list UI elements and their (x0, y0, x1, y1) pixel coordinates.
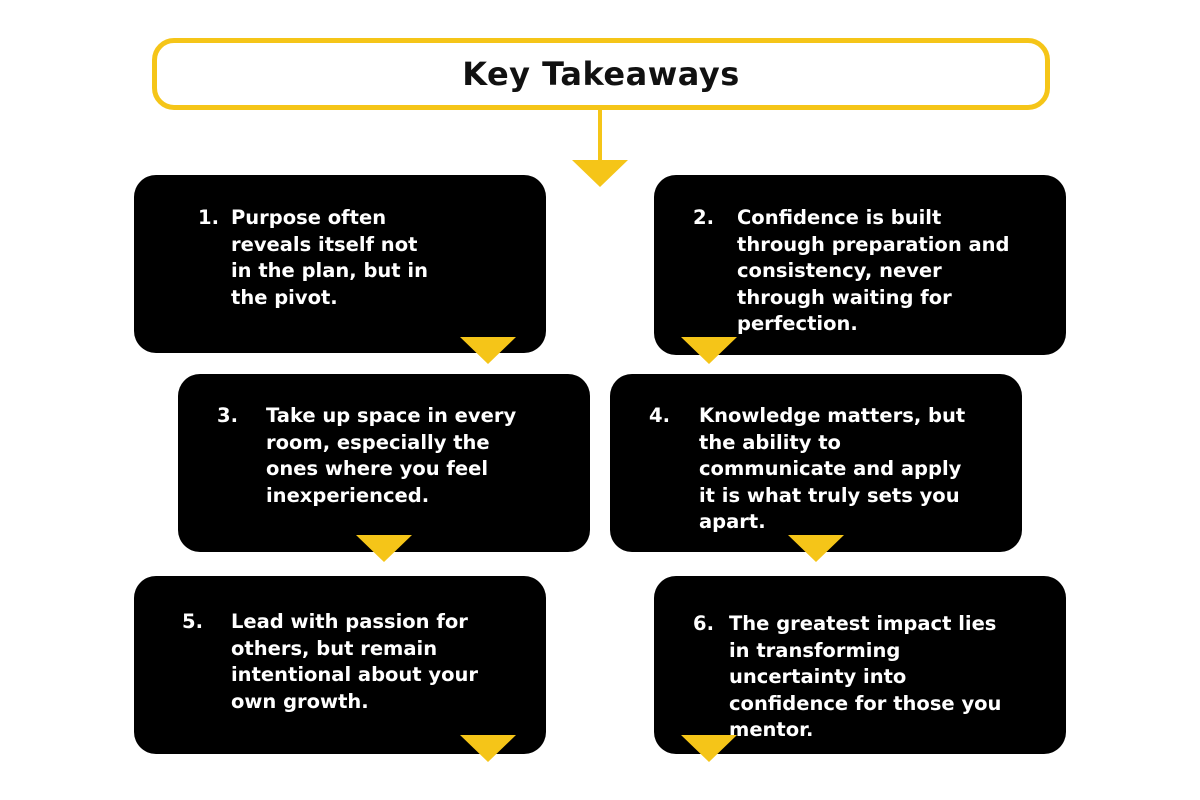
down-arrow-icon (681, 735, 737, 762)
takeaway-number: 4. (649, 404, 670, 427)
down-arrow-icon (460, 337, 516, 364)
takeaway-item-5: 5. Lead with passion for others, but rem… (182, 609, 481, 715)
takeaway-item-3: 3. Take up space in every room, especial… (217, 403, 526, 509)
takeaway-number: 5. (182, 610, 203, 633)
title-box: Key Takeaways (152, 38, 1050, 110)
takeaway-card-2 (654, 175, 1066, 355)
takeaway-text: The greatest impact lies in transforming… (729, 612, 1002, 741)
diagram-title: Key Takeaways (462, 55, 740, 93)
takeaway-card-4 (610, 374, 1022, 552)
down-arrow-icon (460, 735, 516, 762)
down-arrow-icon (681, 337, 737, 364)
takeaway-card-1 (134, 175, 546, 353)
takeaway-item-4: 4. Knowledge matters, but the ability to… (649, 403, 974, 536)
takeaway-number: 3. (217, 404, 238, 427)
takeaway-number: 6. (693, 612, 714, 635)
takeaway-number: 2. (693, 206, 714, 229)
takeaway-text: Lead with passion for others, but remain… (231, 610, 479, 713)
takeaway-text: Knowledge matters, but the ability to co… (699, 404, 966, 533)
title-connector-line (598, 108, 602, 164)
takeaway-text: Purpose often reveals itself not in the … (231, 206, 428, 309)
takeaway-number: 1. (198, 206, 219, 229)
takeaway-item-6: 6. The greatest impact lies in transform… (693, 611, 1019, 744)
takeaway-text: Take up space in every room, especially … (266, 404, 517, 507)
down-arrow-icon (788, 535, 844, 562)
takeaway-item-2: 2. Confidence is built through preparati… (693, 205, 1035, 338)
takeaway-card-5 (134, 576, 546, 754)
takeaway-card-6 (654, 576, 1066, 754)
takeaway-card-3 (178, 374, 590, 552)
title-down-arrow-icon (572, 160, 628, 187)
takeaway-text: Confidence is built through preparation … (737, 206, 1010, 335)
down-arrow-icon (356, 535, 412, 562)
takeaway-item-1: 1. Purpose often reveals itself not in t… (198, 205, 436, 311)
